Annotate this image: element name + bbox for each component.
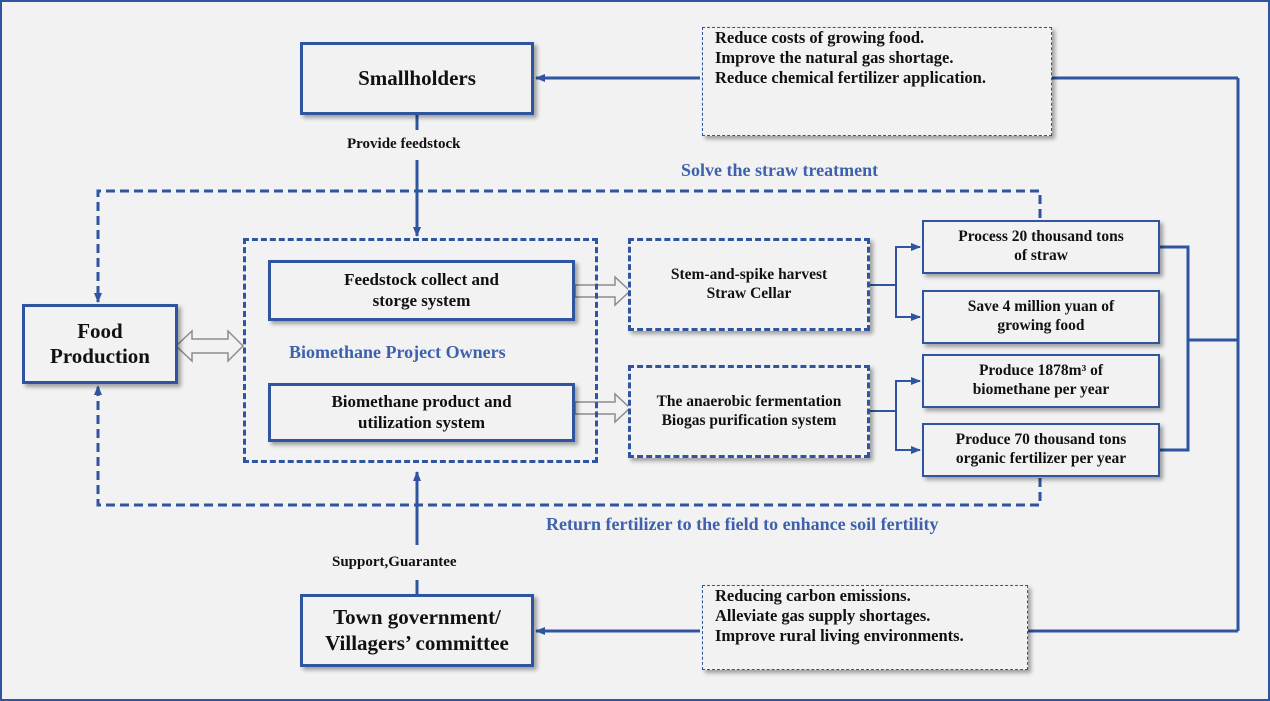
edge-label-provide-feedstock: Provide feedstock	[347, 136, 461, 152]
benefit-bottom-item: Reducing carbon emissions.	[715, 586, 911, 605]
hollow-arrow-feedstock	[574, 275, 632, 307]
hollow-arrow-product	[574, 392, 632, 424]
result-line1: Produce 70 thousand tons	[955, 431, 1127, 449]
node-food-production: Food Production	[22, 304, 178, 384]
benefit-top-item: Reduce costs of growing food.	[715, 28, 925, 47]
result-box: Save 4 million yuan of growing food	[922, 290, 1160, 344]
node-smallholders: Smallholders	[300, 42, 534, 115]
group-project-owners	[243, 238, 598, 463]
edge-label-support-guarantee: Support,Guarantee	[332, 554, 457, 570]
arrow-to-result-4	[895, 411, 921, 454]
loop-return-fertilizer	[94, 385, 1042, 507]
node-fermentation: The anaerobic fermentation Biogas purifi…	[628, 365, 870, 458]
benefit-bottom-item: Improve rural living environments.	[715, 625, 964, 645]
node-product-system: Biomethane product and utilization syste…	[268, 383, 575, 442]
edge-label-solve-straw: Solve the straw treatment	[681, 160, 879, 180]
result-line1: Save 4 million yuan of	[967, 298, 1115, 316]
arrow-to-result-1	[895, 243, 921, 285]
node-food-production-line1: Food	[77, 318, 123, 343]
node-straw-cellar-line2: Straw Cellar	[706, 284, 792, 302]
node-town-government: Town government/ Villagers’ committee	[300, 594, 534, 667]
node-product-system-line1: Biomethane product and	[331, 392, 512, 412]
result-line2: organic fertilizer per year	[955, 450, 1127, 467]
benefits-bottom-box: Reducing carbon emissions. Alleviate gas…	[702, 585, 1028, 670]
result-line2: growing food	[997, 317, 1085, 334]
node-feedstock-system: Feedstock collect and storge system	[268, 260, 575, 321]
result-line1: Produce 1878m³ of	[978, 362, 1104, 380]
arrow-to-result-3	[895, 377, 921, 411]
result-box: Process 20 thousand tons of straw	[922, 220, 1160, 274]
node-fermentation-line2: Biogas purification system	[661, 411, 837, 429]
node-straw-cellar: Stem-and-spike harvest Straw Cellar	[628, 238, 870, 331]
loop-solve-straw	[94, 189, 1042, 303]
edge-label-return-fertilizer: Return fertilizer to the field to enhanc…	[546, 514, 939, 534]
result-line2: of straw	[1014, 247, 1068, 264]
benefit-top-item: Improve the natural gas shortage.	[715, 47, 954, 67]
result-box: Produce 1878m³ of biomethane per year	[922, 354, 1160, 408]
node-product-system-line2: utilization system	[357, 412, 486, 432]
benefits-top-box: Reduce costs of growing food. Improve th…	[702, 27, 1052, 136]
node-feedstock-system-line1: Feedstock collect and	[344, 270, 499, 290]
group-project-owners-label: Biomethane Project Owners	[289, 342, 506, 362]
arrow-to-result-2	[895, 285, 921, 321]
result-line2: biomethane per year	[972, 381, 1110, 398]
node-food-production-line2: Production	[50, 344, 150, 368]
benefit-top-item: Reduce chemical fertilizer application.	[715, 67, 986, 87]
node-feedstock-system-line2: storge system	[372, 290, 471, 310]
result-line1: Process 20 thousand tons	[958, 228, 1124, 246]
bracket-results	[1160, 245, 1190, 452]
node-fermentation-line1: The anaerobic fermentation	[656, 392, 842, 410]
result-box: Produce 70 thousand tons organic fertili…	[922, 423, 1160, 477]
node-town-government-line2: Villagers’ committee	[325, 630, 509, 655]
node-town-government-line1: Town government/	[333, 605, 501, 630]
double-arrow-food-owners	[174, 329, 245, 363]
benefit-bottom-item: Alleviate gas supply shortages.	[715, 605, 931, 625]
node-smallholders-label: Smallholders	[358, 65, 476, 90]
node-straw-cellar-line1: Stem-and-spike harvest	[670, 265, 828, 283]
